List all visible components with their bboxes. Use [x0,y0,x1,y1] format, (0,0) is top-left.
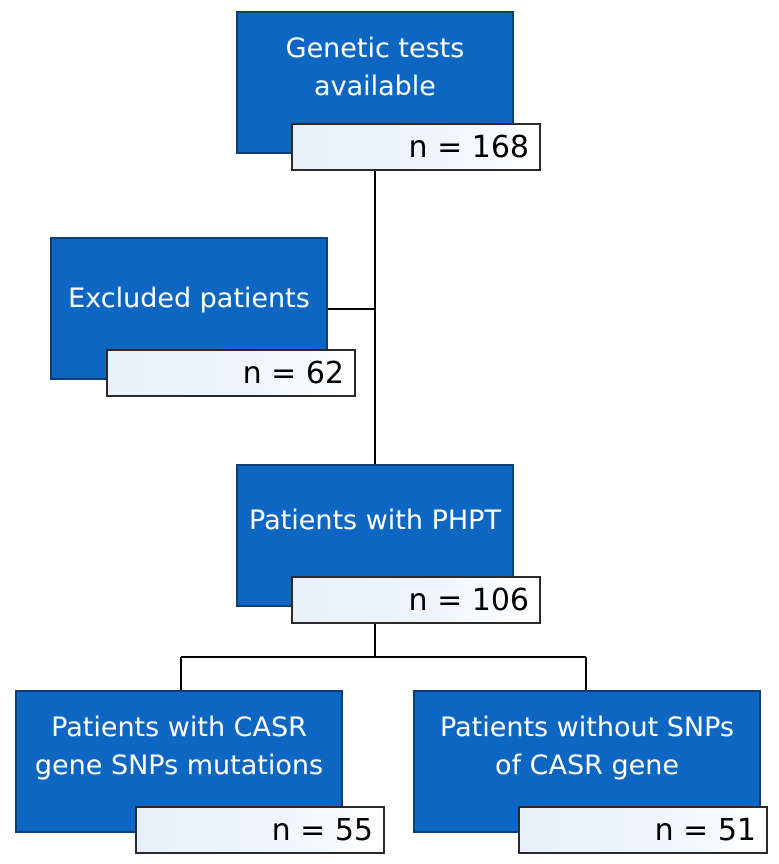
node-phpt-label: Patients with PHPT [249,504,501,536]
node-casr-snps-label: Patients with CASR gene SNPs mutations [34,711,324,781]
node-genetic-tests-label: Genetic tests available [285,32,465,102]
node-no-snps-count: n = 51 [518,806,768,854]
node-phpt-count: n = 106 [291,576,541,624]
node-excluded-count: n = 62 [106,349,356,397]
node-genetic-tests-count: n = 168 [291,123,541,171]
node-excluded-label: Excluded patients [68,282,310,314]
node-no-snps-label: Patients without SNPs of CASR gene [440,711,734,781]
node-casr-snps-count: n = 55 [135,806,385,854]
